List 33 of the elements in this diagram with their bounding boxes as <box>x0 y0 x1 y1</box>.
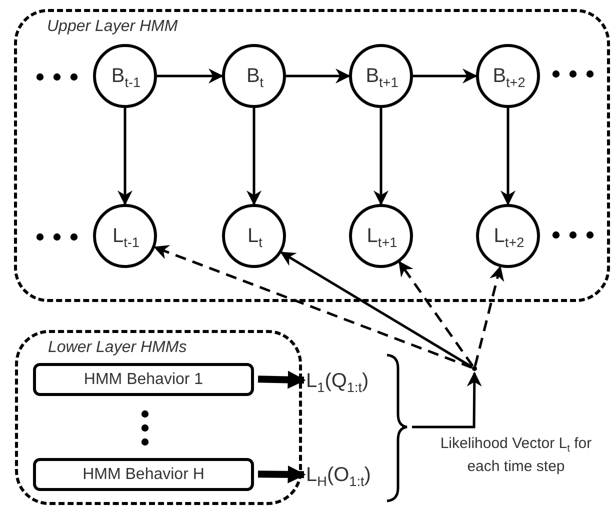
curly-brace <box>385 353 409 503</box>
arrow <box>246 108 262 206</box>
state-circle: B$_{t+2}$ <box>476 44 540 108</box>
arrow <box>500 108 516 206</box>
process-box: HMM Behavior 1 <box>33 363 254 396</box>
arrow <box>412 372 482 428</box>
arrow <box>413 68 478 84</box>
arrow <box>474 266 504 366</box>
hub-point <box>472 366 477 371</box>
arrow <box>154 245 472 369</box>
group-title: Lower Layer HMMs <box>48 339 187 357</box>
state-circle: B$_{t}$ <box>222 44 286 108</box>
likelihood-label: L$_{1}$(Q$_{1:t}$) <box>306 362 392 400</box>
group-frame <box>14 9 610 302</box>
group-title: Upper Layer HMM <box>47 18 178 36</box>
process-box: HMM Behavior H <box>33 458 254 491</box>
group-frame <box>15 330 302 505</box>
likelihood-label: L$_{H}$(O$_{1:t}$) <box>306 456 392 494</box>
state-circle: L$_{t+2}$ <box>476 204 540 268</box>
arrow <box>157 68 224 84</box>
arrow <box>280 251 473 368</box>
arrow <box>374 108 388 206</box>
state-circle: L$_{t+1}$ <box>349 204 413 268</box>
arrow <box>286 68 350 84</box>
arrow <box>258 370 306 389</box>
caption-text: Likelihood Vector L$_{t}$ for each time step <box>439 434 593 478</box>
arrow <box>258 465 306 484</box>
state-circle: L$_{t}$ <box>222 204 286 268</box>
arrow <box>398 260 474 367</box>
arrow <box>118 108 132 206</box>
state-circle: B$_{t-1}$ <box>93 44 157 108</box>
state-circle: L$_{t-1}$ <box>93 204 157 268</box>
state-circle: B$_{t+1}$ <box>349 44 413 108</box>
